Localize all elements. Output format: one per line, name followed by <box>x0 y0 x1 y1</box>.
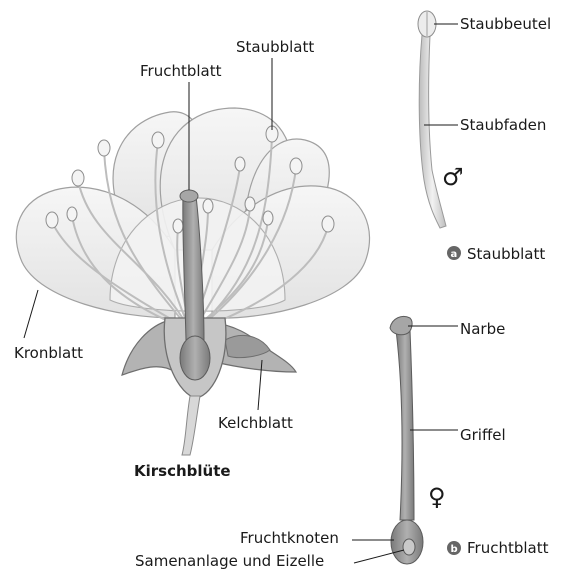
label-narbe: Narbe <box>460 320 505 338</box>
stamen-filament <box>419 35 446 228</box>
badge-a-text: a <box>451 249 458 260</box>
label-samenanlage: Samenanlage und Eizelle <box>135 552 324 570</box>
carpel-style <box>396 330 414 520</box>
female-symbol: ♀ <box>428 483 446 511</box>
carpel-ovule <box>403 539 415 555</box>
label-kronblatt: Kronblatt <box>14 344 83 362</box>
flower-stem <box>182 396 200 455</box>
male-symbol: ♂ <box>442 163 464 191</box>
label-griffel: Griffel <box>460 426 506 444</box>
label-staubblatt: Staubblatt <box>236 38 314 56</box>
label-kelchblatt: Kelchblatt <box>218 414 293 432</box>
pistil-ovary <box>180 336 210 380</box>
flower: Staubblatt Fruchtblatt Kronblatt Kelchbl… <box>14 38 370 480</box>
label-staubfaden: Staubfaden <box>460 116 546 134</box>
stamen-detail: Staubbeutel Staubfaden ♂ a Staubblatt <box>418 11 551 263</box>
leader-kronblatt <box>24 290 38 338</box>
label-fruchtblatt: Fruchtblatt <box>140 62 222 80</box>
caption-staubblatt: Staubblatt <box>467 245 545 263</box>
flower-title: Kirschblüte <box>134 462 231 480</box>
label-staubbeutel: Staubbeutel <box>460 15 551 33</box>
caption-fruchtblatt: Fruchtblatt <box>467 539 549 557</box>
badge-b-text: b <box>451 544 458 555</box>
pistil-stigma <box>180 190 198 202</box>
label-fruchtknoten: Fruchtknoten <box>240 529 339 547</box>
